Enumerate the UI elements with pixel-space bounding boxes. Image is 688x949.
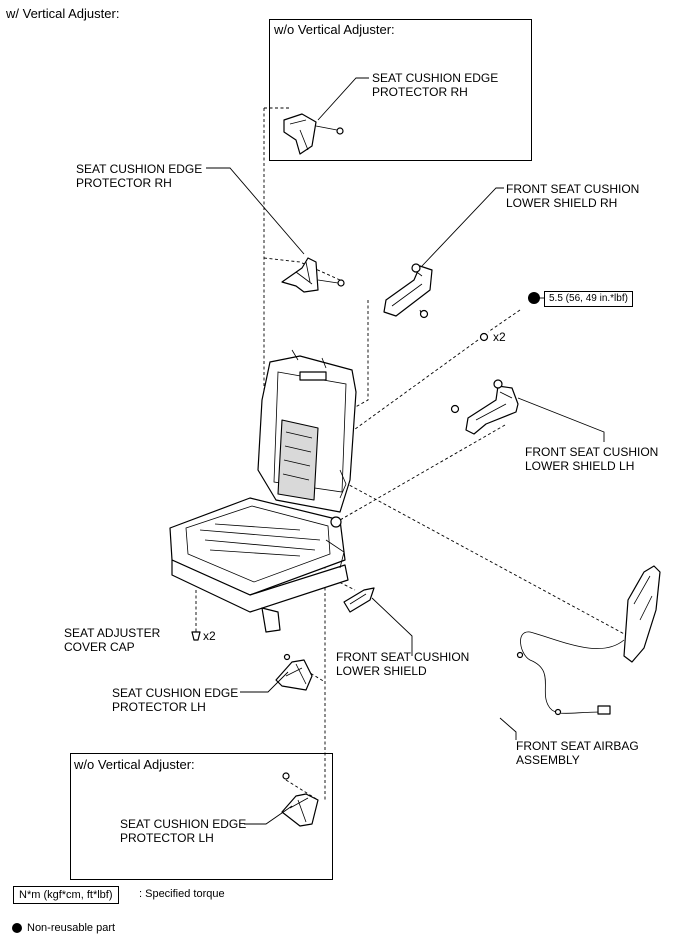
- label-edge-protector-lh: SEAT CUSHION EDGE PROTECTOR LH: [112, 686, 239, 714]
- label-edge-protector-rh: SEAT CUSHION EDGE PROTECTOR RH: [76, 162, 203, 190]
- lower-shield-rh-part: [383, 263, 433, 319]
- edge-protector-rh-part: [281, 257, 345, 293]
- main-heading: w/ Vertical Adjuster:: [6, 6, 120, 21]
- seat-frame: [169, 349, 357, 633]
- inset-bottom-heading: w/o Vertical Adjuster:: [74, 757, 195, 772]
- label-edge-protector-rh-inset: SEAT CUSHION EDGE PROTECTOR RH: [372, 71, 499, 99]
- qty-clips-lh: x2: [493, 330, 506, 344]
- qty-cover-caps: x2: [203, 629, 216, 643]
- legend-torque-text: : Specified torque: [139, 888, 225, 900]
- airbag-assembly-part: [516, 565, 661, 716]
- legend-torque-box: N*m (kgf*cm, ft*lbf): [13, 886, 119, 904]
- edge-protector-lh-part: [275, 653, 313, 691]
- edge-protector-rh-inset-part: [283, 113, 344, 155]
- inset-top-box: w/o Vertical Adjuster:: [269, 19, 532, 161]
- label-adjuster-cover-cap: SEAT ADJUSTER COVER CAP: [64, 626, 161, 654]
- lower-shield-part: [343, 587, 375, 613]
- label-lower-shield-rh: FRONT SEAT CUSHION LOWER SHIELD RH: [506, 182, 640, 210]
- clip-part: [479, 332, 489, 342]
- legend-dot-icon: [12, 923, 22, 933]
- label-lower-shield: FRONT SEAT CUSHION LOWER SHIELD: [336, 650, 470, 678]
- label-airbag-assembly: FRONT SEAT AIRBAG ASSEMBLY: [516, 739, 639, 767]
- inset-top-heading: w/o Vertical Adjuster:: [274, 22, 395, 37]
- cover-cap-part: [191, 631, 201, 641]
- legend-nonreusable-text: Non-reusable part: [27, 922, 116, 934]
- label-lower-shield-lh: FRONT SEAT CUSHION LOWER SHIELD LH: [525, 445, 659, 473]
- label-edge-protector-lh-inset: SEAT CUSHION EDGE PROTECTOR LH: [120, 817, 247, 845]
- leader-lines: [206, 77, 605, 825]
- lower-shield-lh-part: [450, 379, 519, 435]
- inset-bottom-box: w/o Vertical Adjuster:: [70, 753, 333, 880]
- nonreusable-dot-icon: [528, 292, 540, 304]
- edge-protector-lh-inset-part: [281, 772, 319, 827]
- torque-spec-box: 5.5 (56, 49 in.*lbf): [544, 291, 633, 307]
